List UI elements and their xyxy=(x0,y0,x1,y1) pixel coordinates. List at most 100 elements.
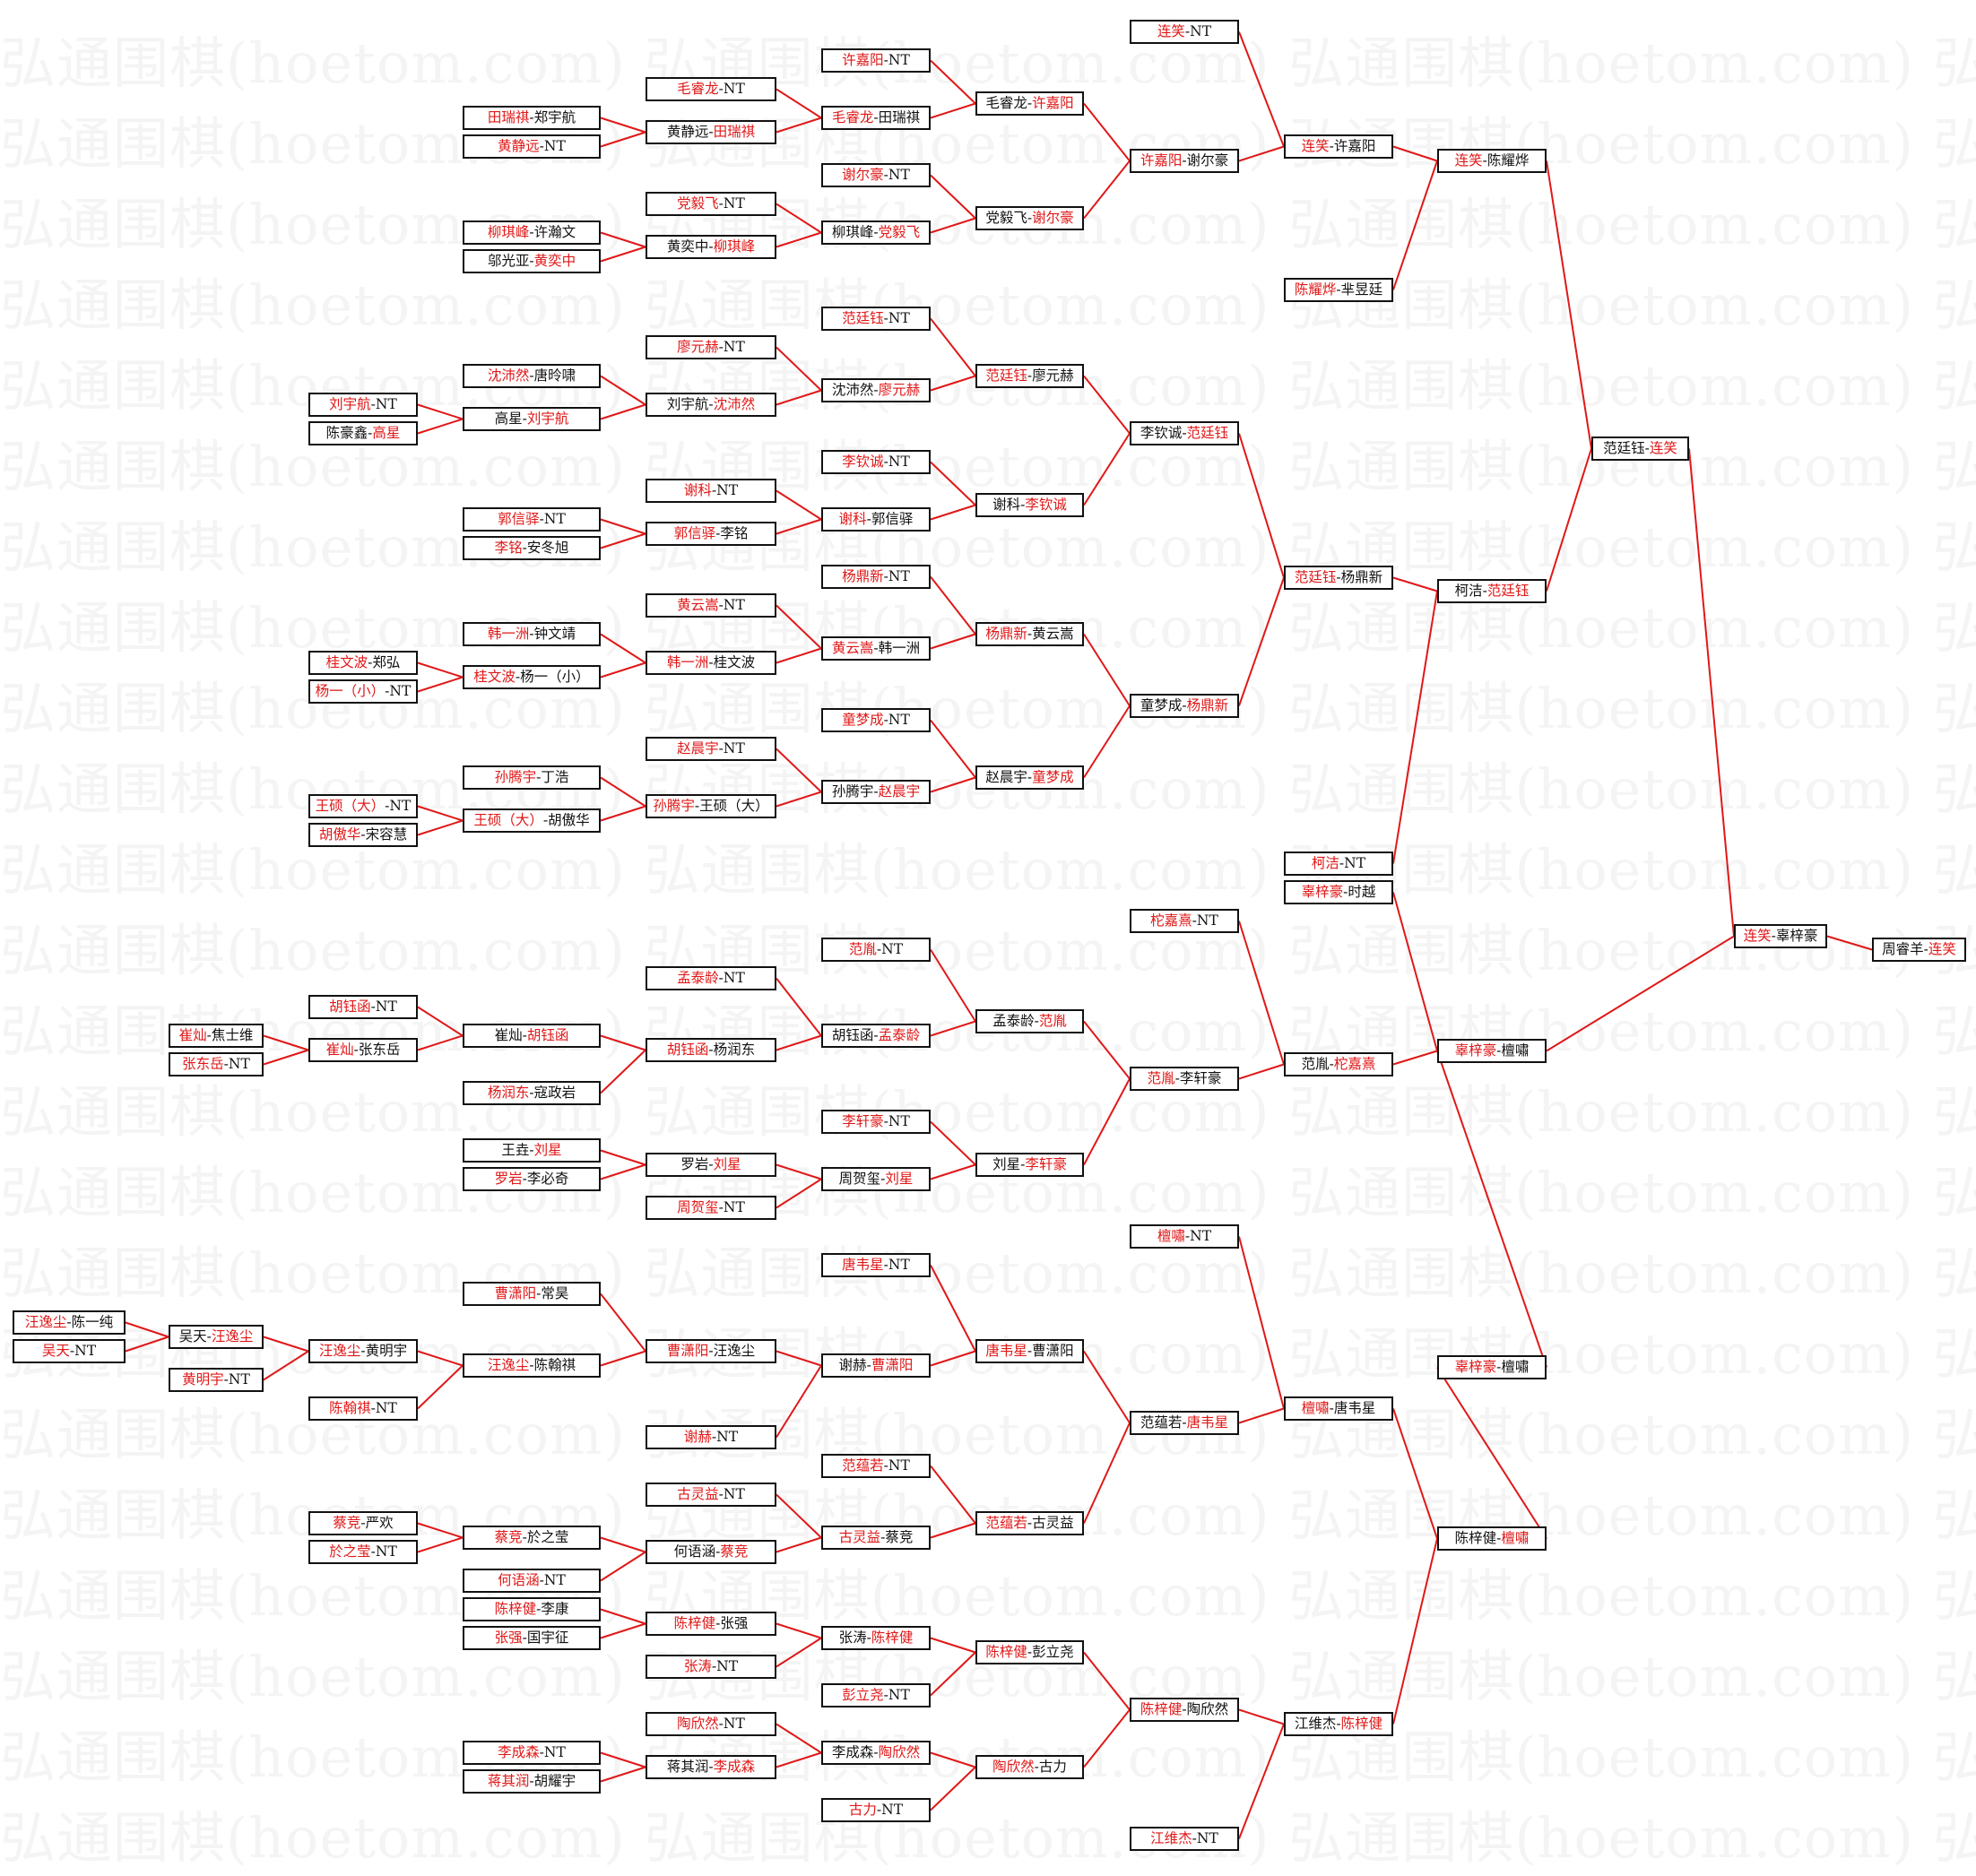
player-b: 国宇征 xyxy=(526,1630,569,1646)
match-box: 古灵益-蔡竞 xyxy=(821,1526,931,1550)
player-a: 吴天 xyxy=(178,1328,207,1344)
player-b: NT xyxy=(716,1658,739,1674)
player-a: 党毅飞 xyxy=(677,195,719,212)
separator: - xyxy=(1192,912,1197,929)
match-box: 罗岩-李必奇 xyxy=(463,1167,601,1191)
separator: - xyxy=(718,1716,724,1732)
bracket-connector xyxy=(776,203,822,234)
bracket-connector xyxy=(930,174,976,220)
player-b: 张东岳 xyxy=(358,1042,401,1058)
bracket-connector xyxy=(1083,1422,1131,1524)
player-a: 辜梓豪 xyxy=(1301,884,1344,900)
match-box: 范胤-NT xyxy=(821,938,931,962)
match-box: 毛睿龙-田瑞祺 xyxy=(821,106,931,130)
match-box: 谢尔豪-NT xyxy=(821,163,931,187)
bracket-connector xyxy=(600,805,646,822)
player-b: 刘星 xyxy=(713,1156,741,1172)
player-b: NT xyxy=(375,1400,397,1416)
bracket-connector xyxy=(1688,448,1735,937)
bracket-connector xyxy=(930,776,976,793)
match-box: 韩一洲-桂文波 xyxy=(646,651,776,675)
bracket-connector xyxy=(930,1465,976,1525)
separator: - xyxy=(1482,583,1487,599)
player-a: 王垚 xyxy=(501,1142,530,1158)
player-b: 芈昱廷 xyxy=(1340,281,1383,298)
match-box: 汪逸尘-黄明宇 xyxy=(308,1339,418,1363)
player-b: 杨一（小） xyxy=(520,669,590,685)
bracket-connector xyxy=(417,819,464,836)
player-a: 王硕（大） xyxy=(473,812,543,828)
separator: - xyxy=(708,1759,714,1775)
separator: - xyxy=(1020,1156,1026,1172)
separator: - xyxy=(1329,1056,1334,1072)
bracket-connector xyxy=(776,1622,822,1639)
match-box: 连笑-辜梓豪 xyxy=(1734,924,1827,948)
player-a: 孙腾宇 xyxy=(831,783,874,800)
player-b: NT xyxy=(723,1716,745,1732)
player-b: 柳琪峰 xyxy=(713,238,756,255)
match-box: 邬光亚-黄奕中 xyxy=(463,249,601,273)
player-b: NT xyxy=(881,1802,904,1818)
player-a: 陶欣然 xyxy=(677,1716,719,1732)
match-box: 柁嘉熹-NT xyxy=(1130,909,1239,933)
match-box: 郭信驿-NT xyxy=(463,507,601,532)
player-b: 刘星 xyxy=(533,1142,562,1158)
player-a: 李轩豪 xyxy=(842,1113,884,1129)
bracket-connector xyxy=(417,403,464,420)
player-a: 黄云嵩 xyxy=(677,597,719,613)
bracket-connector xyxy=(930,1163,976,1180)
bracket-connector xyxy=(600,1608,646,1625)
separator: - xyxy=(880,1171,886,1187)
bracket-connector xyxy=(1392,1408,1438,1539)
match-box: 杨一（小）-NT xyxy=(308,679,418,704)
player-a: 连笑 xyxy=(1301,138,1330,154)
player-b: 许瀚文 xyxy=(533,224,576,240)
separator: - xyxy=(1496,1359,1502,1375)
bracket-connector xyxy=(930,1751,976,1768)
player-b: 李必奇 xyxy=(526,1171,569,1187)
separator: - xyxy=(370,1543,376,1560)
match-box: 桂文波-杨一（小） xyxy=(463,665,601,689)
match-box: 范廷钰-连笑 xyxy=(1591,437,1689,461)
match-box: 何语涵-蔡竞 xyxy=(646,1540,776,1564)
match-box: 吴天-汪逸尘 xyxy=(169,1325,264,1349)
match-box: 连笑-许嘉阳 xyxy=(1284,134,1393,159)
separator: - xyxy=(522,540,527,556)
player-b: 陈梓健 xyxy=(1340,1716,1383,1732)
match-box: 唐韦星-NT xyxy=(821,1253,931,1277)
bracket-connector xyxy=(776,518,822,535)
match-box: 李轩豪-NT xyxy=(821,1110,931,1134)
match-box: 谢赫-曹潇阳 xyxy=(821,1353,931,1378)
player-b: 黄奕中 xyxy=(533,253,576,269)
player-b: NT xyxy=(543,1572,566,1588)
separator: - xyxy=(1184,1228,1191,1244)
player-a: 谢科 xyxy=(838,511,867,527)
bracket-connector xyxy=(1083,633,1131,707)
match-box: 柳琪峰-许瀚文 xyxy=(463,220,601,245)
match-box: 檀嘯-NT xyxy=(1130,1224,1239,1249)
bracket-connector xyxy=(600,375,646,406)
separator: - xyxy=(539,511,544,527)
bracket-connector xyxy=(1083,432,1131,506)
player-b: 古力 xyxy=(1038,1759,1067,1775)
separator: - xyxy=(1027,367,1033,384)
match-box: 谢科-李钦诚 xyxy=(975,493,1084,517)
player-b: 廖元赫 xyxy=(878,382,921,398)
match-box: 王硕（大）-NT xyxy=(308,794,418,818)
match-box: 李铭-安冬旭 xyxy=(463,536,601,560)
match-box: 檀嘯-唐韦星 xyxy=(1284,1396,1393,1421)
bracket-connector xyxy=(600,1292,646,1353)
bracket-connector xyxy=(417,1536,464,1553)
separator: - xyxy=(1027,210,1033,226)
player-b: 李成森 xyxy=(713,1759,756,1775)
separator: - xyxy=(715,1615,721,1631)
separator: - xyxy=(223,1371,229,1388)
bracket-connector xyxy=(600,776,646,808)
player-a: 范廷钰 xyxy=(842,310,884,326)
player-b: 檀嘯 xyxy=(1501,1042,1530,1059)
match-box: 孟泰龄-范胤 xyxy=(975,1009,1084,1033)
separator: - xyxy=(883,568,888,584)
player-a: 汪逸尘 xyxy=(487,1357,530,1373)
player-b: 李轩豪 xyxy=(1179,1070,1222,1086)
player-b: 桂文波 xyxy=(713,654,756,670)
